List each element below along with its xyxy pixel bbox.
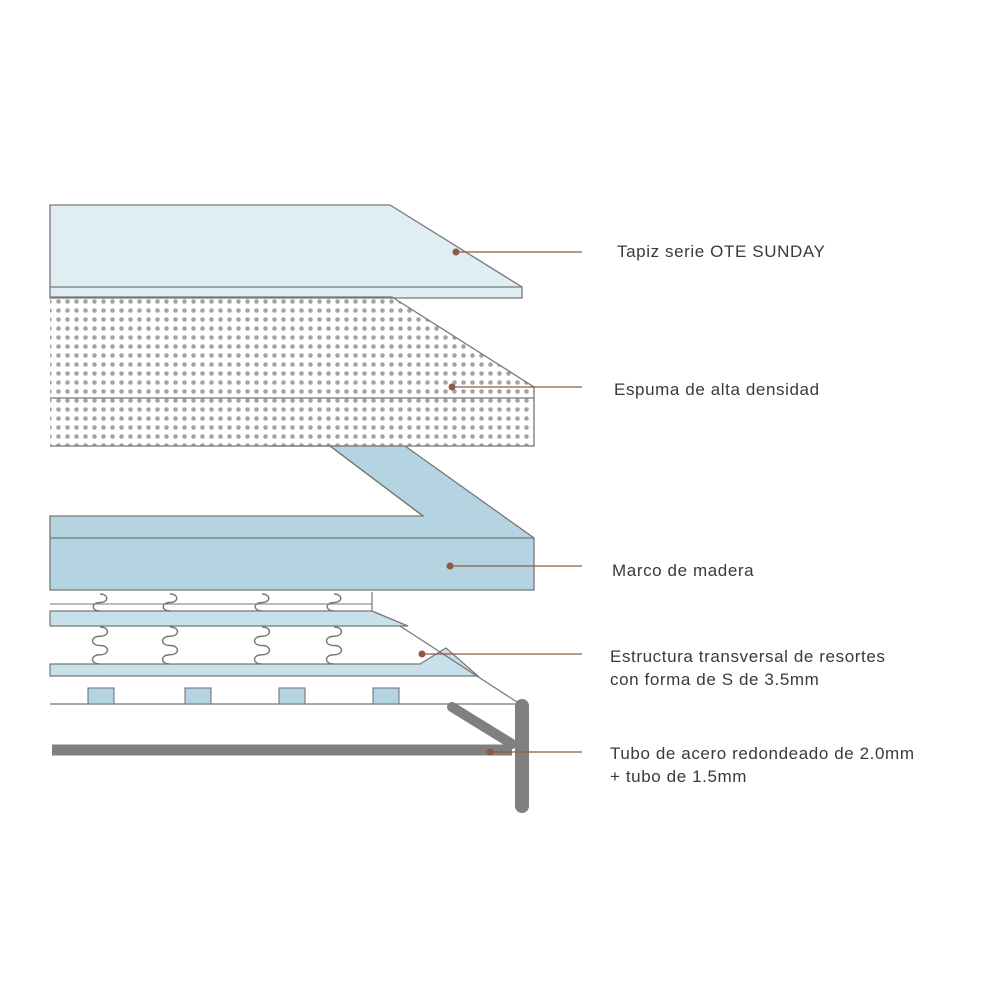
label-foam: Espuma de alta densidad: [614, 378, 820, 401]
support-block: [278, 687, 306, 705]
leader-foam: [448, 383, 582, 391]
support-block: [184, 687, 212, 705]
support-block: [87, 687, 115, 705]
support-blocks: [87, 687, 400, 705]
label-frame: Marco de madera: [612, 559, 754, 582]
label-tube-line-1: Tubo de acero redondeado de 2.0mm: [610, 744, 915, 763]
upper-spring: [326, 593, 342, 612]
upper-spring: [254, 593, 270, 612]
lower-spring: [253, 626, 271, 665]
lower-spring: [161, 626, 179, 665]
support-block: [372, 687, 400, 705]
lower-spring: [325, 626, 343, 665]
label-tube-line-2: + tubo de 1.5mm: [610, 767, 748, 786]
steel-tube-layer: [52, 699, 529, 813]
label-frame-line-1: Marco de madera: [612, 561, 755, 580]
label-springs-line-1: Estructura transversal de resortes: [610, 647, 886, 666]
label-foam-line-1: Espuma de alta densidad: [614, 380, 820, 399]
leader-tube: [486, 748, 582, 756]
wood-frame-layer: [49, 445, 535, 591]
leader-frame: [446, 562, 582, 570]
upper-spring: [92, 593, 108, 612]
label-springs: Estructura transversal de resortes con f…: [610, 645, 886, 691]
foam-layer: [50, 296, 535, 447]
leader-lines: [418, 248, 582, 756]
upper-spring: [162, 593, 178, 612]
s-springs: [91, 593, 343, 665]
label-upholstery-line-1: Tapiz serie OTE SUNDAY: [617, 242, 826, 261]
upholstery-layer: [49, 204, 523, 299]
label-springs-line-2: con forma de S de 3.5mm: [610, 670, 820, 689]
spring-structure-layer: [49, 592, 521, 705]
label-upholstery: Tapiz serie OTE SUNDAY: [617, 240, 825, 263]
leader-upholstery: [452, 248, 582, 256]
label-tube: Tubo de acero redondeado de 2.0mm + tubo…: [610, 742, 915, 788]
leader-springs: [418, 650, 582, 658]
lower-spring: [91, 626, 109, 665]
